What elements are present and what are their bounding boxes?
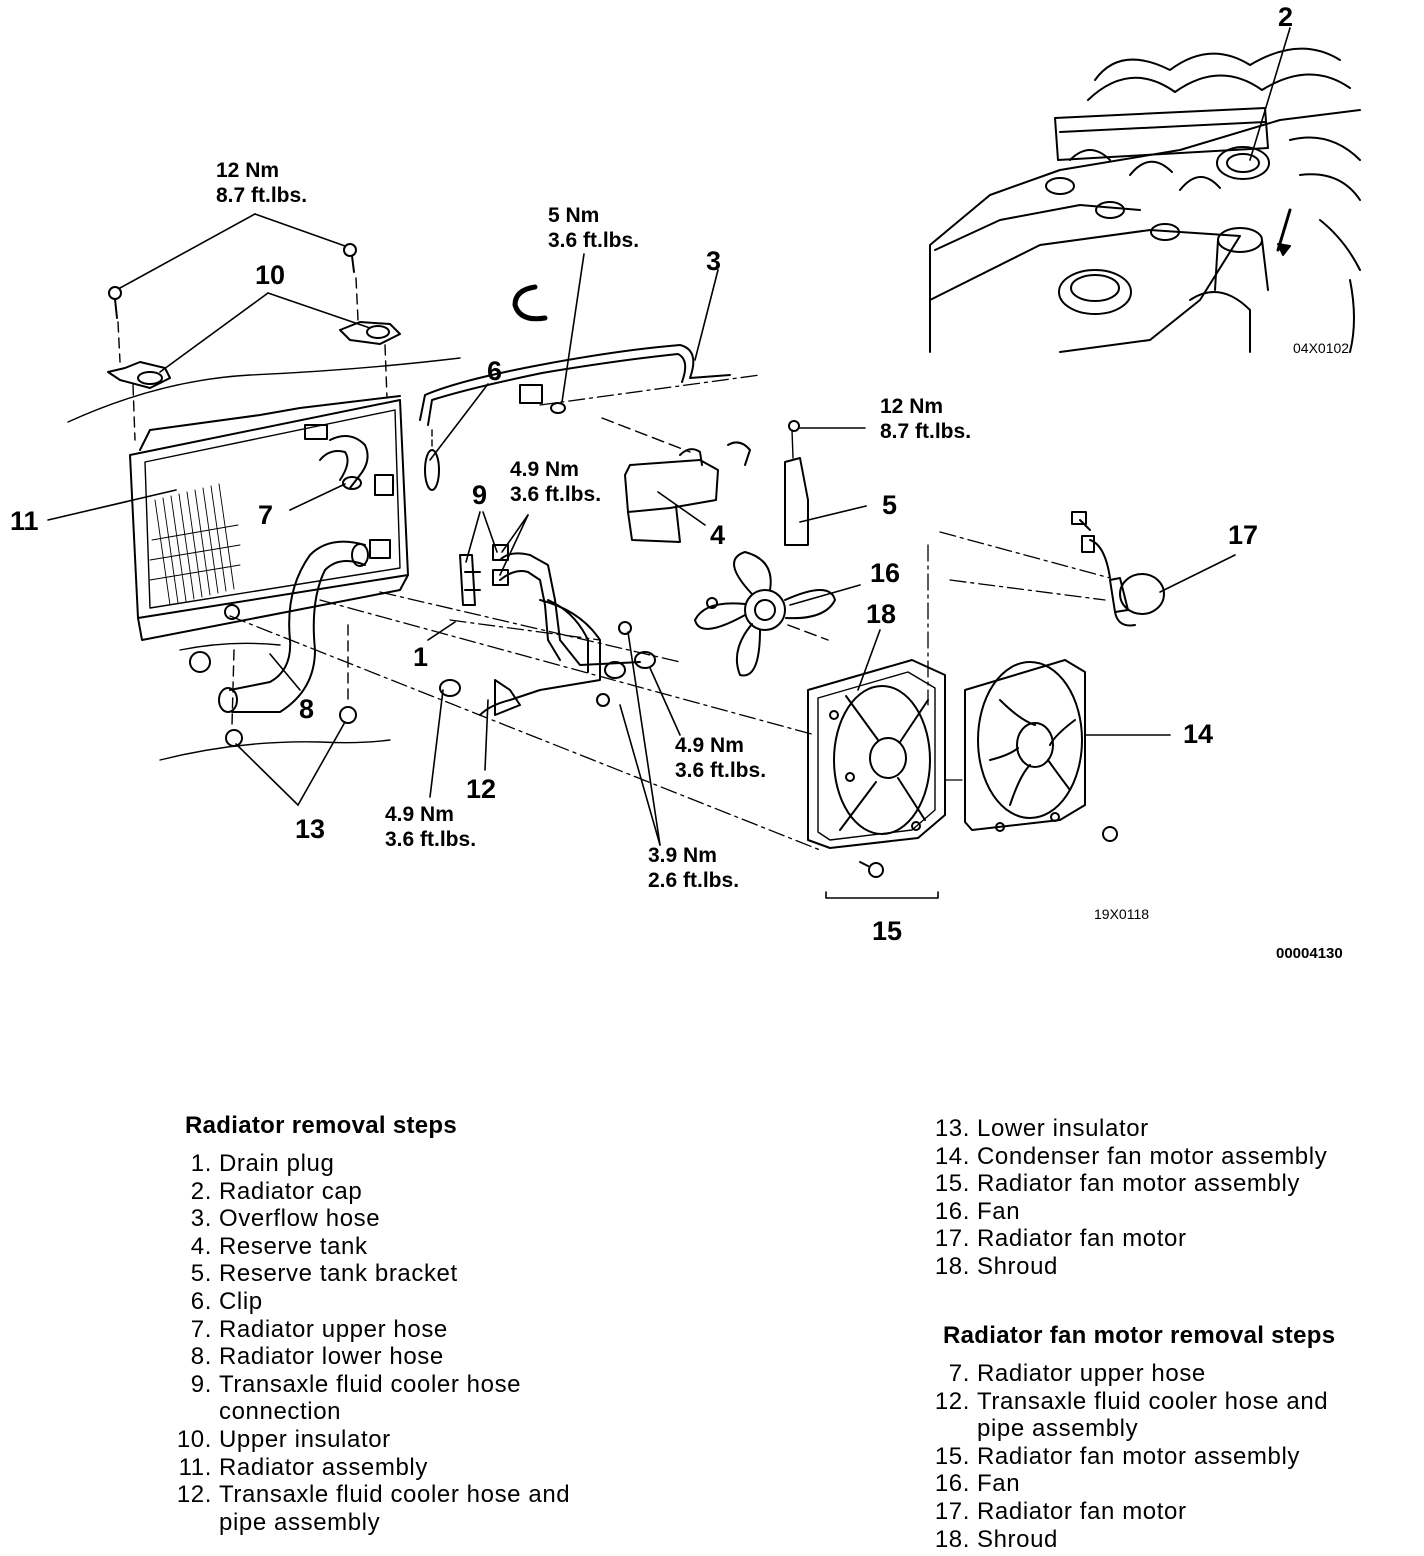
callout-2: 2	[1278, 2, 1294, 32]
callout-9: 9	[472, 480, 488, 510]
lower-insulator-drawing	[189, 624, 357, 747]
list-item: 16.Fan	[934, 1197, 1021, 1225]
fan-motor-removal-heading: Radiator fan motor removal steps	[943, 1322, 1336, 1349]
condenser-fan-drawing	[964, 659, 1118, 842]
diagram-drawing	[47, 27, 1361, 899]
list-item: 6.Clip	[190, 1287, 263, 1315]
radiator-removal-list-part-2: 13.Lower insulator 14.Condenser fan moto…	[927, 1115, 1327, 1281]
list-item: 7.Radiator upper hose	[948, 1360, 1206, 1387]
shroud-bolt-drawing	[868, 862, 884, 878]
list-item: 10.Upper insulator	[176, 1425, 391, 1453]
list-item: 3.Overflow hose	[190, 1205, 381, 1233]
callout-1: 1	[413, 642, 429, 672]
fan-motor-removal-heading-wrap: Radiator fan motor removal steps	[943, 1322, 1335, 1350]
upper-hose-drawing	[319, 435, 369, 490]
leader-lines	[47, 253, 1236, 846]
list-item: 5.Reserve tank bracket	[190, 1260, 458, 1288]
upper-insulator-drawing	[107, 213, 401, 441]
list-item: 2.Radiator cap	[190, 1177, 363, 1205]
radiator-removal-heading-wrap: Radiator removal steps	[185, 1112, 457, 1140]
list-item: 14.Condenser fan motor assembly	[934, 1142, 1328, 1170]
list-item: 4.Reserve tank	[190, 1232, 368, 1260]
exploded-diagram: 2 3 10 6 11 7 9 4 5 17 16 18 1 8 14 12 1…	[10, 2, 1361, 962]
callout-5: 5	[882, 490, 898, 520]
radiator-drawing	[129, 395, 409, 641]
list-item: 8.Radiator lower hose	[190, 1343, 444, 1371]
reserve-tank-bracket-drawing	[784, 420, 809, 546]
fan-drawing	[694, 551, 836, 677]
callout-6: 6	[487, 356, 503, 386]
list-item: 11.Radiator assembly	[178, 1453, 428, 1481]
callout-3: 3	[706, 246, 722, 276]
callout-8: 8	[299, 694, 315, 724]
torque-spec-overflow-hose-clamp: 5 Nm 3.6 ft.lbs.	[548, 204, 640, 252]
radiator-removal-list-part-1: 1.Drain plug 2.Radiator cap 3.Overflow h…	[169, 1150, 570, 1536]
callout-18: 18	[866, 599, 897, 629]
callout-4: 4	[710, 520, 726, 550]
callout-7: 7	[258, 500, 274, 530]
torque-spec-pipe-clamp-right: 4.9 Nm 3.6 ft.lbs.	[675, 734, 767, 782]
radiator-removal-heading: Radiator removal steps	[185, 1112, 458, 1139]
torque-spec-pipe-clamp-left: 4.9 Nm 3.6 ft.lbs.	[385, 803, 477, 851]
list-item: 17.Radiator fan motor	[934, 1225, 1187, 1253]
lower-hose-drawing	[218, 540, 369, 713]
body-panel-line	[67, 357, 461, 423]
callout-12: 12	[466, 774, 497, 804]
callout-15: 15	[872, 916, 903, 946]
callout-11: 11	[10, 506, 39, 536]
list-item: 1.Drain plug	[190, 1150, 335, 1177]
list-item: 7.Radiator upper hose	[190, 1315, 448, 1343]
torque-spec-tank-bracket-bolt: 12 Nm 8.7 ft.lbs.	[880, 395, 972, 443]
fan-motor-removal-list: 7.Radiator upper hose 12.Transaxle fluid…	[927, 1360, 1328, 1553]
list-item: 18.Shroud	[934, 1525, 1058, 1553]
torque-spec-pipe-bolts: 3.9 Nm 2.6 ft.lbs.	[648, 844, 740, 892]
shroud-drawing	[807, 659, 946, 849]
reserve-tank-drawing	[601, 417, 751, 543]
fan-motor-drawing	[1071, 511, 1165, 627]
callout-13: 13	[295, 814, 326, 844]
list-item: 16.Fan	[934, 1470, 1021, 1498]
callout-17: 17	[1228, 520, 1259, 550]
callout-16: 16	[870, 558, 901, 588]
alignment-lines	[229, 374, 1111, 851]
cooler-pipe-drawing	[439, 544, 656, 716]
list-item: 17.Radiator fan motor	[934, 1497, 1187, 1525]
list-item: 15.Radiator fan motor assembly	[934, 1170, 1300, 1198]
callout-10: 10	[255, 260, 286, 290]
figure-number: 00004130	[1276, 945, 1343, 962]
overflow-hose-drawing	[419, 284, 731, 491]
image-code-main: 19X0118	[1094, 906, 1150, 922]
image-code-engine-inset: 04X0102	[1293, 340, 1350, 356]
torque-spec-cooler-hose-clamps: 4.9 Nm 3.6 ft.lbs.	[510, 458, 602, 506]
torque-spec-upper-insulator-bolts: 12 Nm 8.7 ft.lbs.	[216, 159, 308, 207]
list-item: 18.Shroud	[934, 1252, 1058, 1280]
callout-14: 14	[1183, 719, 1214, 749]
list-item: 13.Lower insulator	[934, 1115, 1149, 1142]
engine-inset-drawing	[929, 27, 1361, 353]
list-item: 15.Radiator fan motor assembly	[934, 1442, 1300, 1470]
assembly-bracket	[825, 891, 939, 899]
removal-steps-section: Radiator removal steps 1.Drain plug 2.Ra…	[0, 1100, 1424, 1556]
